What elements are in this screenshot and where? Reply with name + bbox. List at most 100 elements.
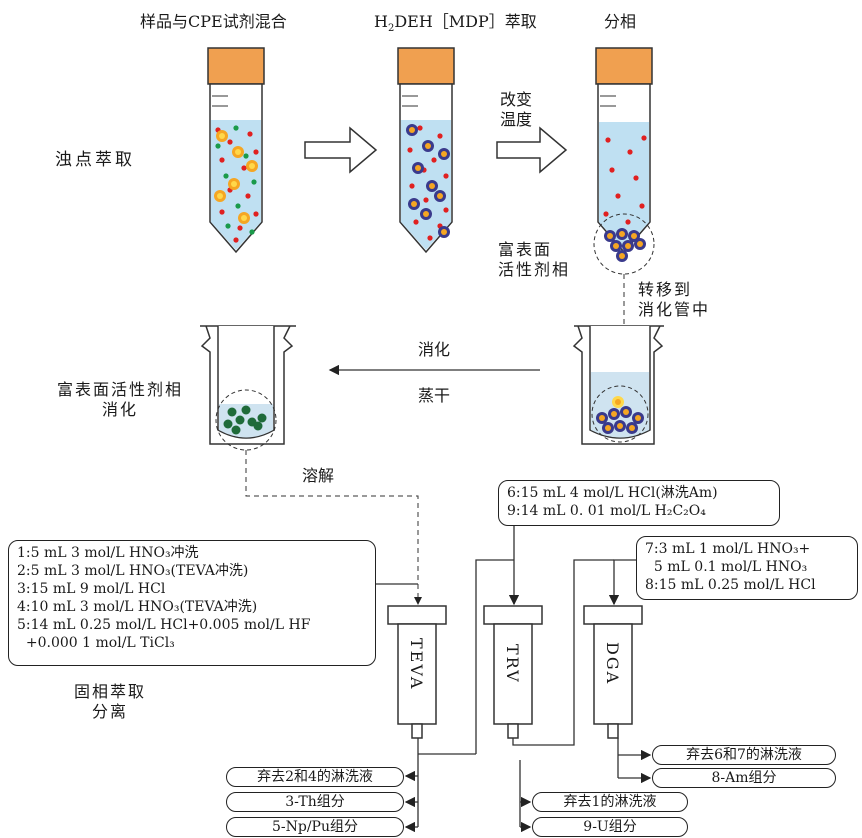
column-dga-label: DGA bbox=[603, 642, 622, 686]
trv-step-6: 6:15 mL 4 mol/L HCl(淋洗Am) bbox=[507, 485, 718, 501]
digested-particle bbox=[227, 407, 237, 417]
spe-line-1: 固相萃取 bbox=[73, 682, 146, 701]
red-particle bbox=[241, 165, 247, 171]
green-particle bbox=[249, 229, 255, 235]
step-extract-prefix: H bbox=[374, 12, 388, 31]
vessel-particles bbox=[596, 396, 644, 434]
red-particle bbox=[407, 147, 413, 153]
red-particle bbox=[233, 237, 239, 243]
step-extract-rest: DEH［MDP］萃取 bbox=[394, 12, 537, 31]
rich-phase-line-2: 活性剂相 bbox=[498, 260, 571, 279]
teva-reagent-box: 1:5 mL 3 mol/L HNO₃冲洗 2:5 mL 3 mol/L HNO… bbox=[8, 540, 376, 666]
reagent-particle-core bbox=[241, 215, 247, 221]
dga-output-am: 8-Am组分 bbox=[652, 768, 836, 788]
red-particle bbox=[443, 173, 449, 179]
dga-step-7-cont: 5 mL 0.1 mol/L HNO₃ bbox=[645, 559, 808, 575]
step-extract-label: H2DEH［MDP］萃取 bbox=[374, 12, 537, 39]
complex-particle-core bbox=[423, 211, 429, 217]
red-particle bbox=[627, 149, 633, 155]
reagent-particle-core bbox=[219, 133, 225, 139]
tube-1-particles bbox=[214, 125, 259, 243]
tube-3 bbox=[593, 47, 655, 275]
column-teva bbox=[387, 605, 447, 739]
red-particle bbox=[253, 149, 259, 155]
red-particle bbox=[427, 235, 433, 241]
red-particle bbox=[219, 157, 225, 163]
digested-particle bbox=[231, 425, 241, 435]
red-particle bbox=[247, 131, 253, 137]
tube-3-particles bbox=[603, 135, 647, 262]
teva-step-4: 4:10 mL 3 mol/L HNO₃(TEVA冲洗) bbox=[17, 599, 258, 615]
complex-particle-core bbox=[441, 151, 447, 157]
red-particle bbox=[227, 139, 233, 145]
step-phase-label: 分相 bbox=[604, 12, 637, 31]
rich-phase-particle-core bbox=[637, 241, 643, 247]
complex-particle-core bbox=[425, 143, 431, 149]
rich-phase-particle-core bbox=[625, 243, 631, 249]
transfer-line-2: 消化管中 bbox=[638, 300, 711, 319]
tube-1 bbox=[207, 47, 265, 254]
vessel-particle-core bbox=[629, 425, 635, 431]
spe-label: 固相萃取 分离 bbox=[50, 682, 170, 722]
red-particle bbox=[437, 133, 443, 139]
red-particle bbox=[605, 137, 611, 143]
dissolve-label: 溶解 bbox=[302, 466, 335, 485]
tube-1-cap bbox=[207, 47, 265, 85]
column-trv-label: TRV bbox=[503, 644, 522, 684]
rich-phase-particle-core bbox=[631, 233, 637, 239]
complex-particle-core bbox=[411, 201, 417, 207]
green-particle bbox=[233, 125, 239, 131]
teva-step-1: 1:5 mL 3 mol/L HNO₃冲洗 bbox=[17, 545, 199, 561]
vessel-particle-core bbox=[623, 409, 629, 415]
digested-residue bbox=[223, 405, 267, 435]
change-temp-line-1: 改变 bbox=[500, 90, 533, 109]
green-particle bbox=[251, 179, 257, 185]
green-particle bbox=[225, 223, 231, 229]
dga-output-waste: 弃去6和7的淋洗液 bbox=[652, 745, 836, 765]
trv-output-waste: 弃去1的淋洗液 bbox=[532, 792, 688, 812]
transfer-line-1: 转移到 bbox=[638, 280, 693, 299]
vessel-particle-core bbox=[617, 423, 623, 429]
teva-output-th: 3-Th组分 bbox=[226, 792, 404, 812]
red-particle bbox=[253, 211, 259, 217]
reagent-particle-core bbox=[249, 163, 255, 169]
digested-particle bbox=[241, 405, 251, 415]
tube-2-cap bbox=[397, 47, 455, 85]
rich-digest-line-1: 富表面活性剂相 bbox=[56, 380, 183, 399]
digested-particle bbox=[253, 421, 263, 431]
rich-phase-particle-core bbox=[619, 253, 625, 259]
reagent-particle-core bbox=[231, 181, 237, 187]
hollow-arrow-2 bbox=[496, 126, 568, 174]
red-particle bbox=[615, 193, 621, 199]
hollow-arrow-1 bbox=[304, 126, 378, 174]
digested-particle bbox=[235, 415, 245, 425]
dga-step-8: 8:15 mL 0.25 mol/L HCl bbox=[645, 577, 816, 593]
complex-particle-core bbox=[429, 183, 435, 189]
trv-reagent-box: 6:15 mL 4 mol/L HCl(淋洗Am) 9:14 mL 0. 01 … bbox=[498, 480, 780, 526]
rich-phase-particle-core bbox=[619, 231, 625, 237]
green-particle bbox=[235, 203, 241, 209]
dga-reagent-box: 7:3 mL 1 mol/L HNO₃+ 5 mL 0.1 mol/L HNO₃… bbox=[636, 536, 858, 600]
green-particle bbox=[223, 173, 229, 179]
trv-output-u: 9-U组分 bbox=[532, 817, 688, 837]
red-particle bbox=[641, 135, 647, 141]
cloud-point-label: 浊点萃取 bbox=[55, 150, 135, 170]
teva-output-np-pu: 5-Np/Pu组分 bbox=[226, 817, 404, 837]
tube-3-cap bbox=[595, 47, 653, 85]
column-teva-label: TEVA bbox=[407, 638, 426, 691]
digested-particle bbox=[223, 419, 233, 429]
red-particle bbox=[413, 219, 419, 225]
red-particle bbox=[431, 157, 437, 163]
spe-line-2: 分离 bbox=[91, 702, 128, 721]
column-trv bbox=[483, 605, 543, 739]
evaporate-label: 蒸干 bbox=[418, 386, 451, 405]
red-particle bbox=[245, 193, 251, 199]
rich-phase-circle bbox=[593, 213, 655, 275]
tube-2-particles bbox=[406, 124, 450, 241]
change-temp-label: 改变 温度 bbox=[500, 90, 532, 130]
teva-step-5-cont: +0.000 1 mol/L TiCl₃ bbox=[17, 635, 175, 651]
vessel-particle-core bbox=[635, 415, 641, 421]
complex-particle-core bbox=[441, 229, 447, 235]
reagent-particle-core bbox=[217, 193, 223, 199]
